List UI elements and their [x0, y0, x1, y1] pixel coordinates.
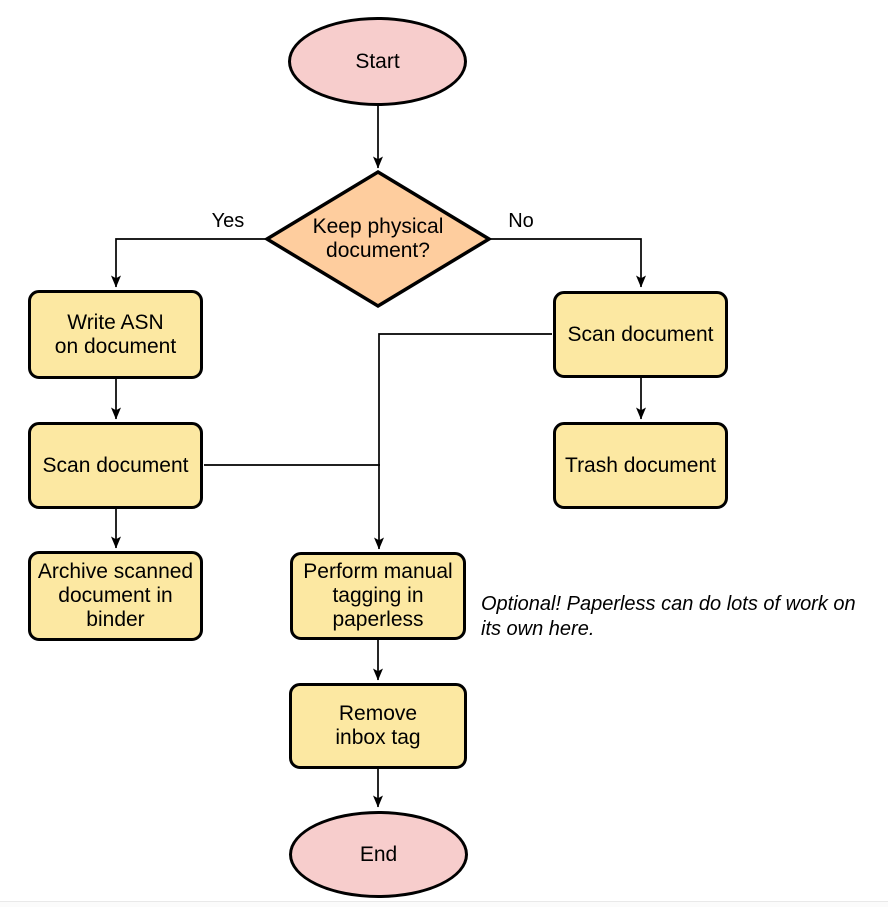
node-scan-document-right-label: Scan document — [567, 322, 714, 346]
node-scan-document-left-label: Scan document — [42, 453, 189, 477]
bottom-strip — [0, 902, 888, 907]
node-manual-tagging: Perform manual tagging in paperless — [290, 552, 466, 640]
node-start: Start — [288, 17, 467, 106]
node-end-label: End — [359, 842, 398, 866]
node-write-asn: Write ASN on document — [28, 290, 203, 379]
node-remove-inbox-tag-label: Remove inbox tag — [335, 702, 421, 749]
node-decision-label: Keep physical document? — [312, 215, 444, 262]
bottom-divider — [0, 901, 888, 902]
node-end: End — [289, 811, 468, 898]
node-write-asn-label: Write ASN on document — [54, 310, 177, 358]
node-trash-document: Trash document — [553, 422, 728, 509]
node-scan-document-left: Scan document — [28, 422, 203, 509]
node-manual-tagging-label: Perform manual tagging in paperless — [303, 560, 453, 631]
decision-diamond-shape — [263, 169, 493, 309]
edge-decision-yes-to-write-asn — [111, 238, 266, 288]
edge-label-yes: Yes — [211, 210, 245, 232]
edge-scan-right-to-tagging — [374, 333, 552, 550]
optional-note: Optional! Paperless can do lots of work … — [481, 593, 856, 640]
node-archive-binder: Archive scanned document in binder — [28, 551, 203, 641]
node-trash-document-label: Trash document — [565, 453, 716, 477]
node-archive-binder-label: Archive scanned document in binder — [37, 560, 194, 631]
node-remove-inbox-tag: Remove inbox tag — [289, 683, 467, 769]
node-start-label: Start — [355, 49, 400, 73]
edge-decision-no-to-scan-right — [490, 238, 646, 288]
edge-label-no: No — [508, 210, 534, 232]
node-scan-document-right: Scan document — [553, 291, 728, 378]
